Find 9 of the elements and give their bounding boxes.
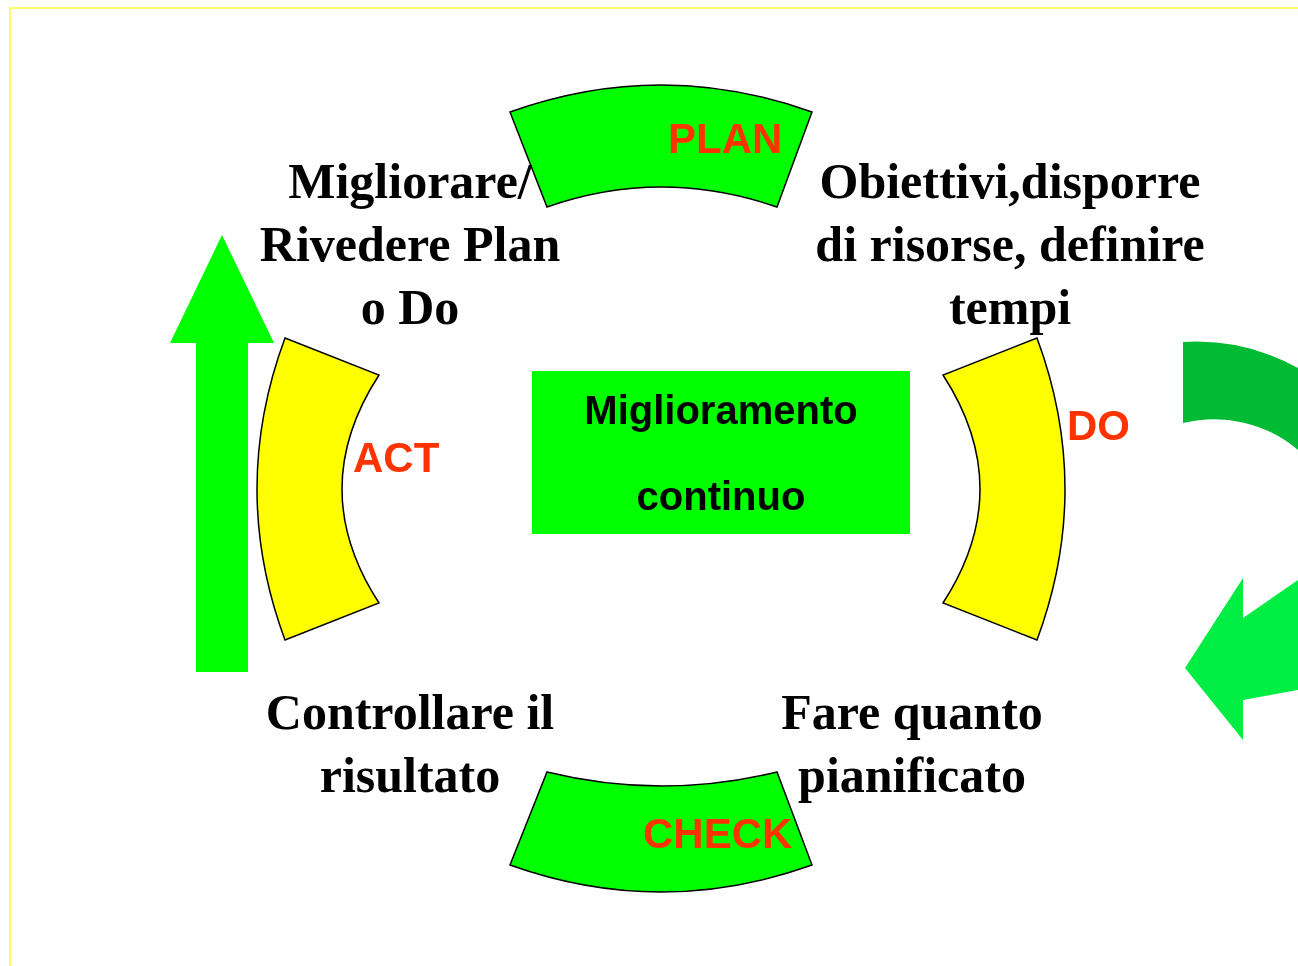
phase-label: CHECK — [643, 810, 793, 858]
step-description: Migliorare/ Rivedere Plan o Do — [258, 152, 562, 337]
step-description: Controllare il risultato — [264, 683, 556, 805]
step-description: Obiettivi,disporre di risorse, definire tempi — [814, 152, 1206, 337]
step-description: Fare quanto pianificato — [780, 683, 1044, 805]
center-box: Miglioramento continuo — [532, 371, 910, 534]
phase-label: ACT — [353, 434, 440, 482]
phase-label: PLAN — [668, 115, 783, 163]
phase-label: DO — [1067, 402, 1130, 450]
